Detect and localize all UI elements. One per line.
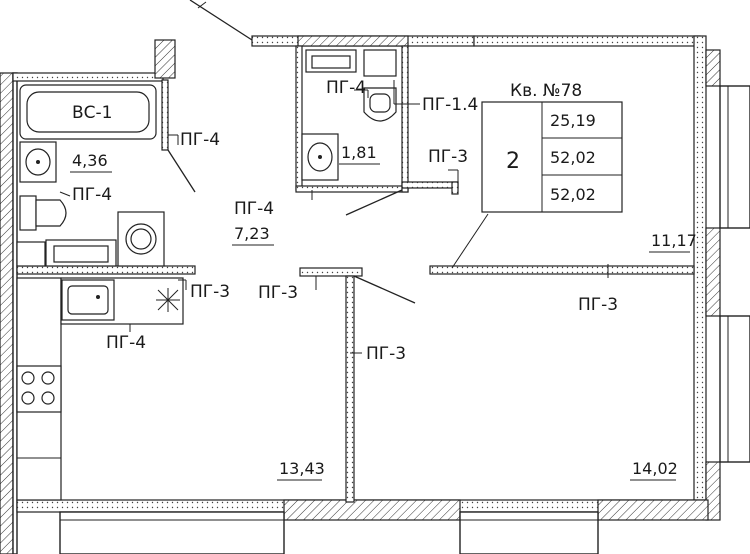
bathroom-toilet: [19, 195, 37, 231]
bath-label: ВС-1: [72, 103, 112, 123]
hall-partition-label: ПГ-4: [234, 199, 274, 219]
partition-label: ПГ-4: [72, 185, 112, 205]
room-area-kitchen-living: 13,43: [279, 459, 325, 478]
room-area-wc: 1,81: [341, 143, 377, 162]
partition-label: ПГ-1.4: [422, 95, 478, 115]
external-walls: [0, 35, 750, 554]
apartment-area-total: 52,02: [550, 148, 596, 167]
wc-toilet: [363, 49, 397, 77]
partition-label: ПГ-3: [258, 283, 298, 303]
room-area-bathroom: 4,36: [72, 151, 108, 170]
apartment-rooms: 2: [506, 149, 520, 174]
partition-label: ПГ-3: [190, 282, 230, 302]
leader-lines: [59, 80, 609, 354]
partition-labels: ПГ-4 ПГ-1.4 ПГ-4 ПГ-3 ПГ-4 ПГ-3 ПГ-3 ПГ-…: [72, 78, 618, 364]
stove: [16, 365, 62, 413]
bathroom-fixtures: [16, 84, 165, 267]
apartment-title: Кв. №78: [510, 81, 582, 101]
partition-label: ПГ-3: [578, 295, 618, 315]
kitchen-fixtures: [16, 277, 184, 501]
apartment-area-total-2: 52,02: [550, 185, 596, 204]
wc-fixtures: [301, 49, 397, 181]
room-area-hall: 7,23: [234, 224, 270, 243]
partition-label: ПГ-3: [428, 147, 468, 167]
partition-label: ПГ-4: [106, 333, 146, 353]
ventilation-icon: [156, 288, 180, 312]
partition-label: ПГ-3: [366, 344, 406, 364]
door-swings: [167, 0, 416, 304]
room-area-room-right: 11,17: [651, 231, 697, 250]
room-areas: 4,36 1,81 7,23 13,43 11,17 14,02: [70, 143, 697, 481]
internal-partitions: [16, 45, 695, 503]
room-area-room-bottom-right: 14,02: [632, 459, 678, 478]
apartment-area-living: 25,19: [550, 111, 596, 130]
partition-label: ПГ-4: [326, 78, 366, 98]
partition-label: ПГ-4: [180, 130, 220, 150]
apartment-info-table: Кв. №78 2 25,19 52,02 52,02: [481, 81, 623, 213]
